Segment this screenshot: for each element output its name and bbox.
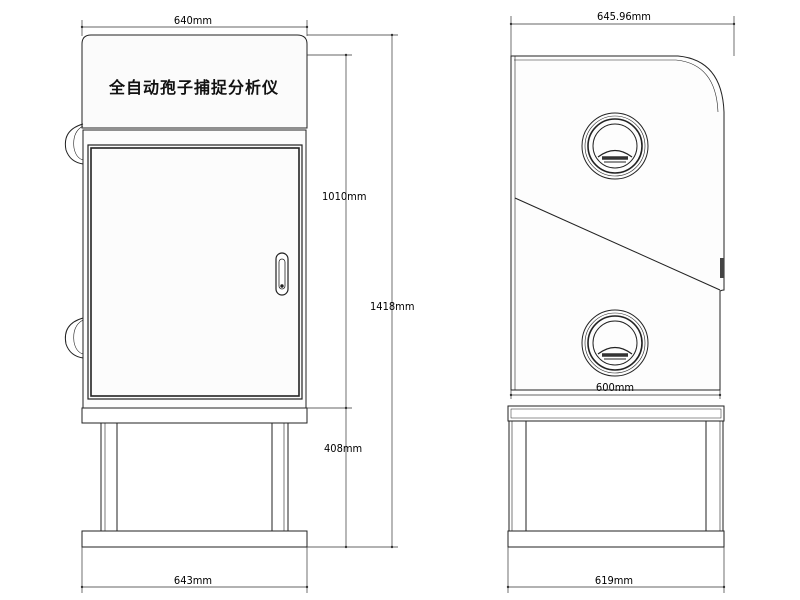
front-width-bottom-label: 643mm: [174, 574, 212, 587]
front-title: 全自动孢子捕捉分析仪: [108, 78, 279, 97]
side-width-bottom-label: 619mm: [595, 574, 633, 587]
side-sampling-port-upper: [581, 112, 649, 180]
side-diagonal-panel: [514, 197, 721, 291]
front-view: [64, 34, 308, 548]
front-height-cabinet-label: 1010mm: [322, 190, 366, 203]
front-foot-plate: [81, 530, 308, 548]
front-width-top-label: 640mm: [174, 14, 212, 27]
side-dimensions: [507, 16, 735, 593]
side-dim-ticks: [506, 22, 736, 589]
side-foot-plate: [507, 530, 725, 548]
side-width-cabinet-label: 600mm: [596, 381, 634, 394]
side-width-top-label: 645.96mm: [597, 10, 651, 23]
side-base-plate: [507, 405, 725, 422]
side-stand-frame: [508, 420, 724, 532]
side-sampling-port-lower: [581, 309, 649, 377]
front-header-panel: [81, 34, 308, 129]
front-dim-ticks: [80, 25, 394, 589]
front-leg-left: [100, 422, 118, 532]
side-view: [507, 55, 725, 548]
front-side-bump-bottom: [64, 317, 84, 359]
front-height-total-label: 1418mm: [370, 300, 414, 313]
front-leg-right: [271, 422, 289, 532]
front-base-plate: [81, 407, 308, 424]
side-body-outline: [510, 55, 725, 391]
front-height-stand-label: 408mm: [324, 442, 362, 455]
front-side-bump-top: [64, 123, 84, 165]
front-door: [87, 144, 303, 400]
front-dimensions: [81, 20, 398, 593]
